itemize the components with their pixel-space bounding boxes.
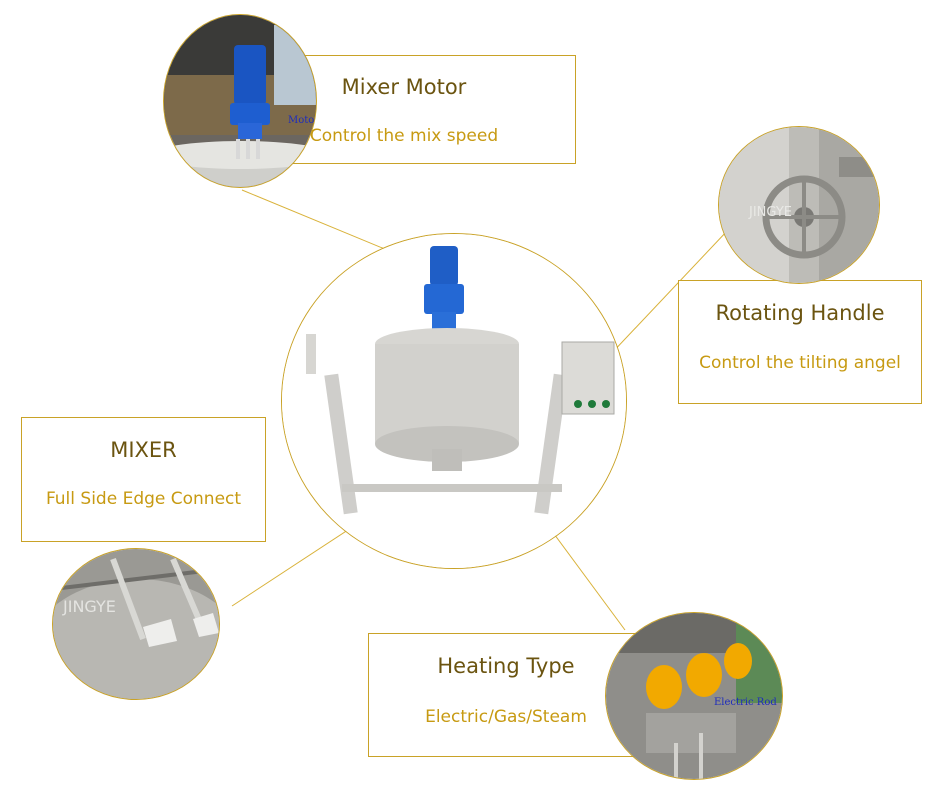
callout-subtitle: Control the mix speed: [309, 126, 499, 146]
callout-heating-type: Heating Type Electric/Gas/Steam: [368, 633, 644, 757]
electric-rod-label: Electric Rod: [714, 697, 777, 708]
callout-title: Heating Type: [437, 654, 575, 678]
mixer-motor-photo: Motor: [163, 14, 317, 188]
callout-title: MIXER: [110, 438, 177, 462]
mixer-blades-photo: JINGYE: [52, 548, 220, 700]
electric-rod-photo: Electric Rod: [605, 612, 783, 780]
brand-watermark: JINGYE: [749, 205, 792, 220]
callout-subtitle: Full Side Edge Connect: [45, 489, 242, 509]
callout-title: Rotating Handle: [715, 301, 885, 325]
callout-rotating-handle: Rotating Handle Control the tilting ange…: [678, 280, 922, 404]
callout-mixer: MIXER Full Side Edge Connect: [21, 417, 266, 542]
callout-subtitle: Control the tilting angel: [699, 353, 901, 373]
callout-title: Mixer Motor: [341, 75, 467, 99]
callout-subtitle: Electric/Gas/Steam: [425, 707, 587, 727]
kettle-main-photo: [281, 233, 627, 569]
brand-watermark: JINGYE: [63, 597, 116, 616]
motor-label: Motor: [288, 115, 317, 126]
rotating-handle-photo: JINGYE: [718, 126, 880, 284]
